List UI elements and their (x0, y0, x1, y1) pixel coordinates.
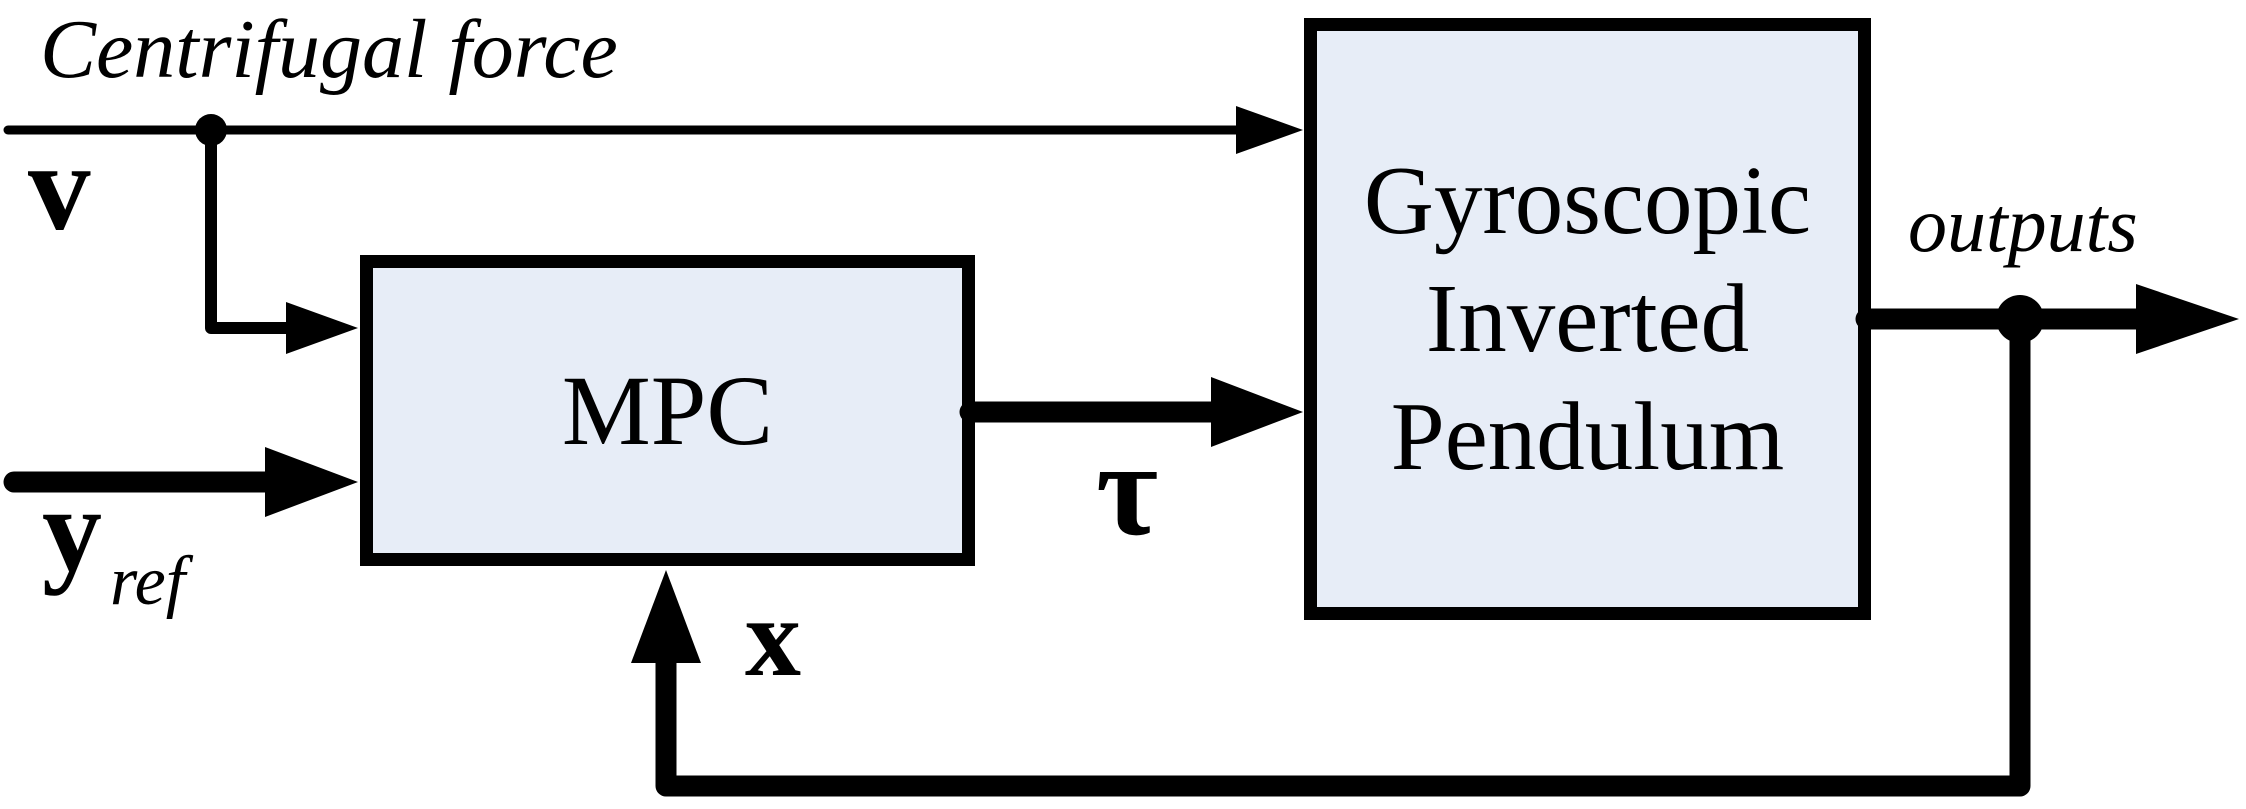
plant-label-line-1: Gyroscopic (1363, 147, 1812, 254)
reference-subscript: ref (110, 543, 186, 620)
disturbance-branch-arrowhead (286, 302, 358, 354)
feedback-arrowhead (631, 570, 701, 663)
plant-label-line-2: Inverted (1425, 265, 1750, 372)
feedback-line (655, 308, 2031, 797)
disturbance-branch-line (205, 124, 296, 334)
plant-label: Gyroscopic Inverted Pendulum (1304, 18, 1871, 620)
plant-label-line-3: Pendulum (1390, 383, 1785, 490)
controller-block (360, 255, 975, 566)
reference-symbol: y (42, 463, 102, 596)
output-arrowhead (2136, 284, 2239, 354)
controller-label: MPC (561, 355, 774, 466)
control-symbol-label: τ (1096, 415, 1159, 564)
centrifugal-force-arrowhead (1236, 106, 1303, 154)
state-symbol-label: x (745, 576, 801, 700)
outputs-label: outputs (1908, 181, 2138, 268)
reference-arrowhead (265, 447, 358, 517)
disturbance-symbol-label: v (28, 119, 91, 257)
centrifugal-force-label: Centrifugal force (40, 3, 618, 96)
control-arrowhead (1211, 377, 1303, 447)
